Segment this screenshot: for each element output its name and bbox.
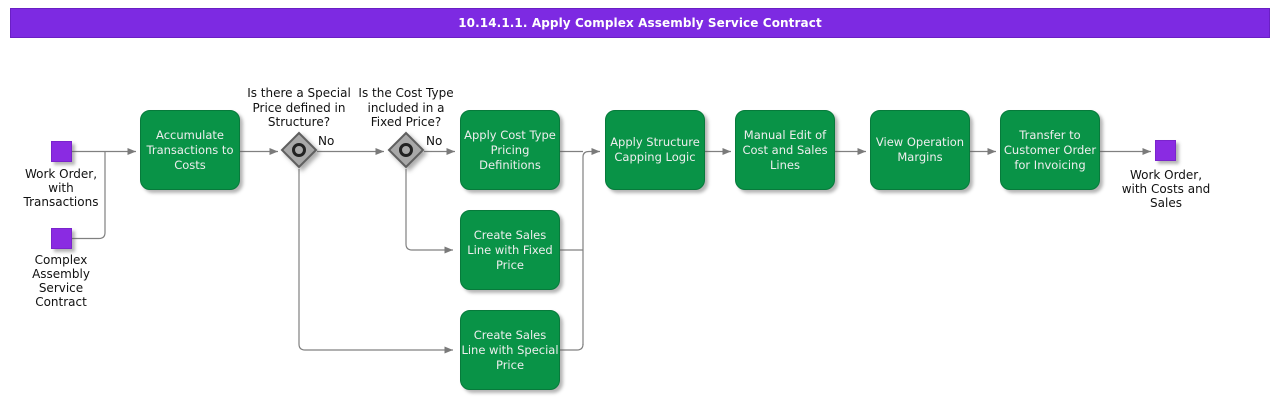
gateway-diamond-icon: [387, 131, 425, 169]
activity-label: Accumulate Transactions to Costs: [146, 127, 234, 172]
activity-label: Apply Cost Type Pricing Definitions: [464, 127, 556, 172]
activity-label: Create Sales Line with Fixed Price: [467, 227, 553, 272]
artifact-label-complex-assembly-service-contract: Complex Assembly Service Contract: [32, 253, 90, 309]
artifact-complex-assembly-service-contract[interactable]: [51, 228, 72, 249]
activity-label: Manual Edit of Cost and Sales Lines: [742, 127, 828, 172]
decision-gateway-special-price: [280, 131, 318, 169]
artifact-work-order-with-costs-and-sales[interactable]: [1155, 140, 1176, 161]
diagram-title-bar: 10.14.1.1. Apply Complex Assembly Servic…: [10, 8, 1270, 38]
activity-label: Create Sales Line with Special Price: [461, 327, 559, 372]
decision-no-label-fixed-price: No: [426, 134, 443, 148]
activity-create-sales-line-with-special-price[interactable]: Create Sales Line with Special Price: [460, 310, 560, 390]
artifact-label-work-order-with-costs-and-sales: Work Order, with Costs and Sales: [1121, 168, 1211, 210]
activity-label: Transfer to Customer Order for Invoicing: [1003, 127, 1097, 172]
gateway-circle-icon: [289, 140, 309, 160]
artifact-label-work-order-with-transactions: Work Order, with Transactions: [23, 167, 99, 209]
decision-no-label-special-price: No: [318, 134, 335, 148]
decision-gateway-fixed-price: [387, 131, 425, 169]
decision-question-special-price: Is there a Special Price defined in Stru…: [247, 86, 351, 129]
artifact-work-order-with-transactions[interactable]: [51, 141, 72, 162]
activity-manual-edit-of-cost-and-sales-lines[interactable]: Manual Edit of Cost and Sales Lines: [735, 110, 835, 190]
activity-apply-structure-capping-logic[interactable]: Apply Structure Capping Logic: [605, 110, 705, 190]
activity-label: View Operation Margins: [875, 135, 965, 164]
decision-question-fixed-price: Is the Cost Type included in a Fixed Pri…: [358, 86, 454, 129]
activity-view-operation-margins[interactable]: View Operation Margins: [870, 110, 970, 190]
activity-label: Apply Structure Capping Logic: [610, 135, 700, 164]
diagram-title: 10.14.1.1. Apply Complex Assembly Servic…: [458, 16, 822, 30]
activity-create-sales-line-with-fixed-price[interactable]: Create Sales Line with Fixed Price: [460, 210, 560, 290]
activity-apply-cost-type-pricing-definitions[interactable]: Apply Cost Type Pricing Definitions: [460, 110, 560, 190]
activity-accumulate-transactions-to-costs[interactable]: Accumulate Transactions to Costs: [140, 110, 240, 190]
gateway-circle-icon: [396, 140, 416, 160]
gateway-diamond-icon: [280, 131, 318, 169]
activity-transfer-to-customer-order-for-invoicing[interactable]: Transfer to Customer Order for Invoicing: [1000, 110, 1100, 190]
